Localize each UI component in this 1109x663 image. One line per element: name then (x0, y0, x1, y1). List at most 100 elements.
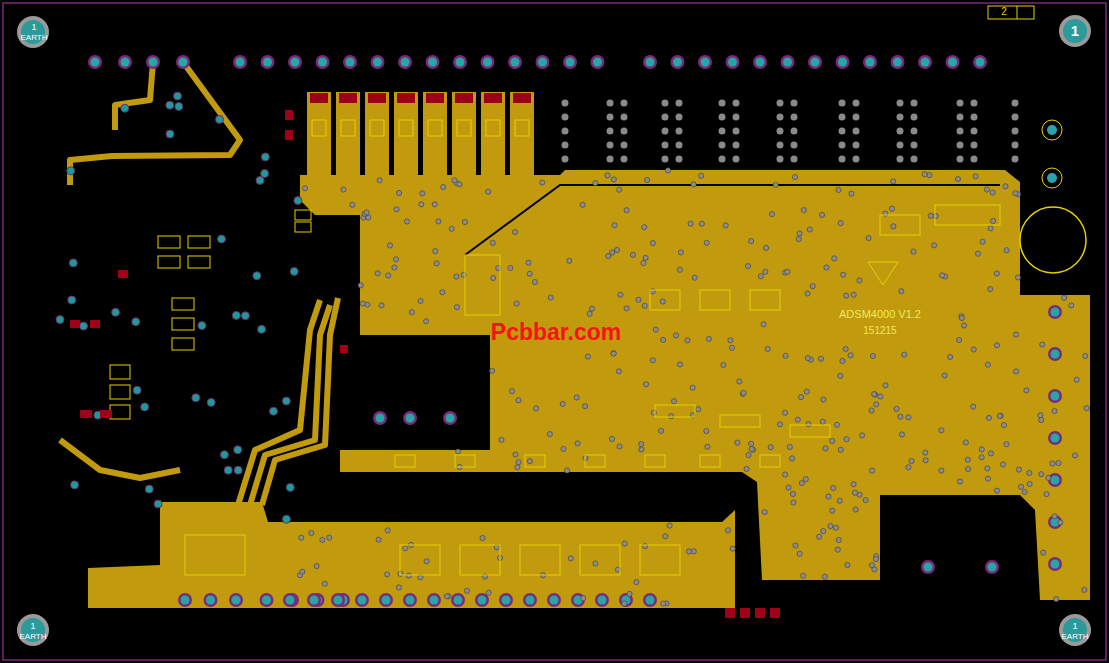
via (258, 325, 266, 333)
via (791, 114, 798, 121)
via (911, 128, 918, 135)
pad-ring (260, 593, 274, 607)
via (564, 468, 569, 473)
mounting-hole (1059, 614, 1091, 646)
via (957, 128, 964, 135)
via (906, 415, 911, 420)
pad-ring (233, 55, 247, 69)
via (121, 104, 129, 112)
pad-hole (502, 596, 511, 605)
via (224, 466, 232, 474)
via (607, 128, 614, 135)
via (409, 310, 414, 315)
pin-number: 1 (31, 23, 36, 32)
via (971, 142, 978, 149)
via (748, 441, 753, 446)
via (662, 128, 669, 135)
via (839, 114, 846, 121)
via (824, 265, 829, 270)
via (605, 173, 610, 178)
pad-hole (428, 58, 437, 67)
pin-number: 1 (1071, 23, 1079, 38)
component-outline (465, 255, 500, 315)
via (932, 243, 937, 248)
via (396, 585, 401, 590)
copper-trace (238, 300, 320, 505)
pad-ring (261, 55, 275, 69)
via (971, 404, 976, 409)
via (1004, 248, 1009, 253)
via (990, 190, 995, 195)
mounting-hole (17, 16, 49, 48)
via (364, 210, 369, 215)
silkscreen (370, 120, 384, 136)
pad-hole (1051, 350, 1060, 359)
via (661, 337, 666, 342)
via (1004, 442, 1009, 447)
via (863, 498, 868, 503)
pad-ring (355, 593, 369, 607)
component-outline (720, 415, 760, 427)
via (869, 408, 874, 413)
via (456, 449, 461, 454)
via (1027, 481, 1032, 486)
pin-number: 1 (30, 622, 35, 631)
via (302, 186, 307, 191)
via (669, 414, 674, 419)
via (166, 101, 174, 109)
via (749, 238, 754, 243)
via (1069, 303, 1074, 308)
pad-ring (643, 593, 657, 607)
pad-hole (1051, 308, 1060, 317)
pad-hole (456, 58, 465, 67)
via (290, 267, 298, 275)
component-outline (295, 210, 311, 220)
via (971, 100, 978, 107)
component-outline (645, 455, 665, 467)
via (835, 547, 840, 552)
via (286, 483, 294, 491)
via (911, 249, 916, 254)
via (691, 549, 696, 554)
via (783, 353, 788, 358)
via (909, 458, 914, 463)
via (985, 466, 990, 471)
via (699, 221, 704, 226)
via (733, 114, 740, 121)
via (516, 398, 521, 403)
pad-ring (1048, 389, 1062, 403)
smd-pad (770, 608, 780, 618)
via (704, 240, 709, 245)
via (957, 479, 962, 484)
via (607, 100, 614, 107)
via (1050, 461, 1055, 466)
smd-pad (310, 93, 328, 103)
via (891, 179, 896, 184)
via (253, 272, 261, 280)
via (660, 299, 665, 304)
via (985, 476, 990, 481)
silkscreen (312, 120, 326, 136)
pad-ring (451, 593, 465, 607)
via (806, 421, 811, 426)
via (897, 114, 904, 121)
via (787, 444, 792, 449)
via (826, 494, 831, 499)
pad-outline (1042, 120, 1062, 140)
via (653, 327, 658, 332)
via (490, 240, 495, 245)
copper-strip (452, 92, 476, 182)
via (393, 257, 398, 262)
pour-slit (465, 185, 1000, 255)
component-outline (935, 205, 1000, 225)
via (692, 275, 697, 280)
via (852, 490, 857, 495)
component-outline (172, 298, 194, 310)
via (166, 130, 174, 138)
component-outline (580, 545, 620, 575)
net-name: EARTH (21, 34, 48, 42)
via (404, 219, 409, 224)
via (232, 311, 240, 319)
via (942, 373, 947, 378)
via (215, 115, 223, 123)
